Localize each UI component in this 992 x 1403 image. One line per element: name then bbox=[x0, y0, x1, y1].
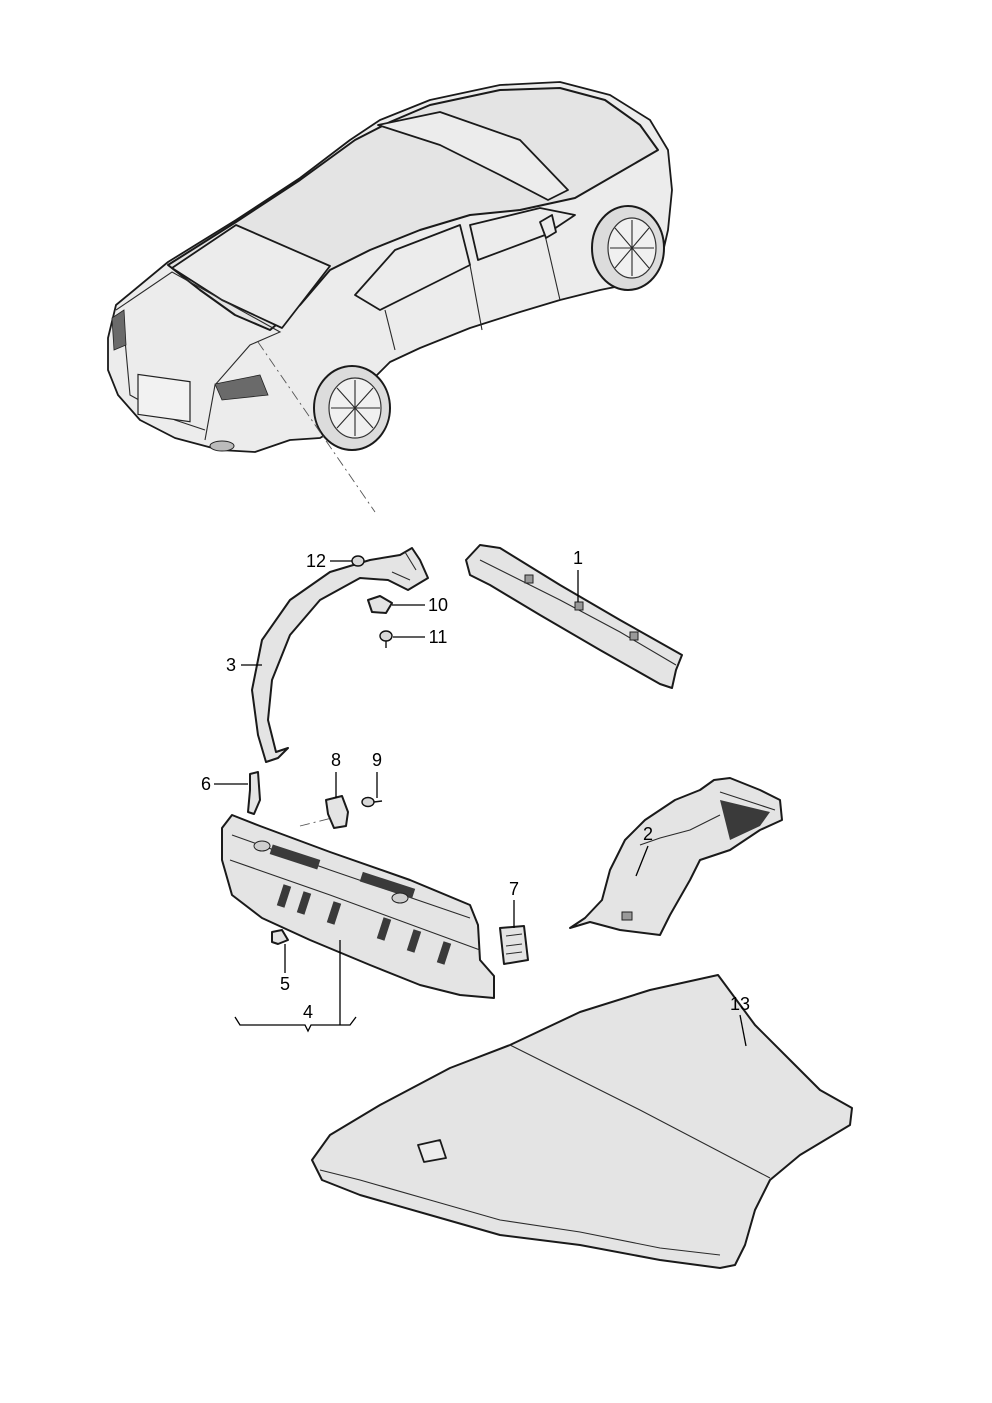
callout-8: 8 bbox=[331, 750, 341, 770]
callout-3: 3 bbox=[226, 655, 236, 675]
part-6-strip bbox=[247, 771, 261, 815]
car-illustration bbox=[107, 81, 673, 453]
callout-10: 10 bbox=[428, 595, 448, 615]
callout-7: 7 bbox=[509, 879, 519, 899]
callout-9: 9 bbox=[372, 750, 382, 770]
callout-13: 13 bbox=[730, 994, 750, 1014]
location-leader-line bbox=[257, 341, 376, 513]
part-5-clip bbox=[271, 929, 289, 945]
car-front-wheel bbox=[591, 205, 665, 291]
car-sunroof bbox=[377, 111, 569, 201]
part-13-floor-mat bbox=[311, 974, 853, 1269]
part-8-bracket bbox=[325, 795, 349, 829]
callout-6: 6 bbox=[201, 774, 211, 794]
callout-2: 2 bbox=[643, 824, 653, 844]
part-4-loading-sill-trim bbox=[221, 814, 495, 999]
callout-1: 1 bbox=[573, 548, 583, 568]
callout-4: 4 bbox=[303, 1002, 313, 1022]
part-3-trim bbox=[251, 547, 429, 763]
part-11-screw bbox=[379, 630, 393, 648]
callout-labels: 1 2 3 4 5 6 7 8 9 10 11 12 13 bbox=[201, 548, 750, 1022]
part-10-clip bbox=[367, 595, 393, 614]
car-rear-wheel bbox=[313, 365, 391, 451]
part-12-nut bbox=[351, 555, 365, 567]
callout-11: 11 bbox=[429, 627, 448, 647]
part-7-cover bbox=[499, 925, 529, 965]
part-9-screw bbox=[361, 796, 383, 808]
part-1-shelf-trim bbox=[465, 544, 683, 689]
leader-lines bbox=[214, 560, 747, 1047]
part-2-side-trim bbox=[569, 777, 783, 936]
callout-5: 5 bbox=[280, 974, 290, 994]
callout-12: 12 bbox=[306, 551, 326, 571]
